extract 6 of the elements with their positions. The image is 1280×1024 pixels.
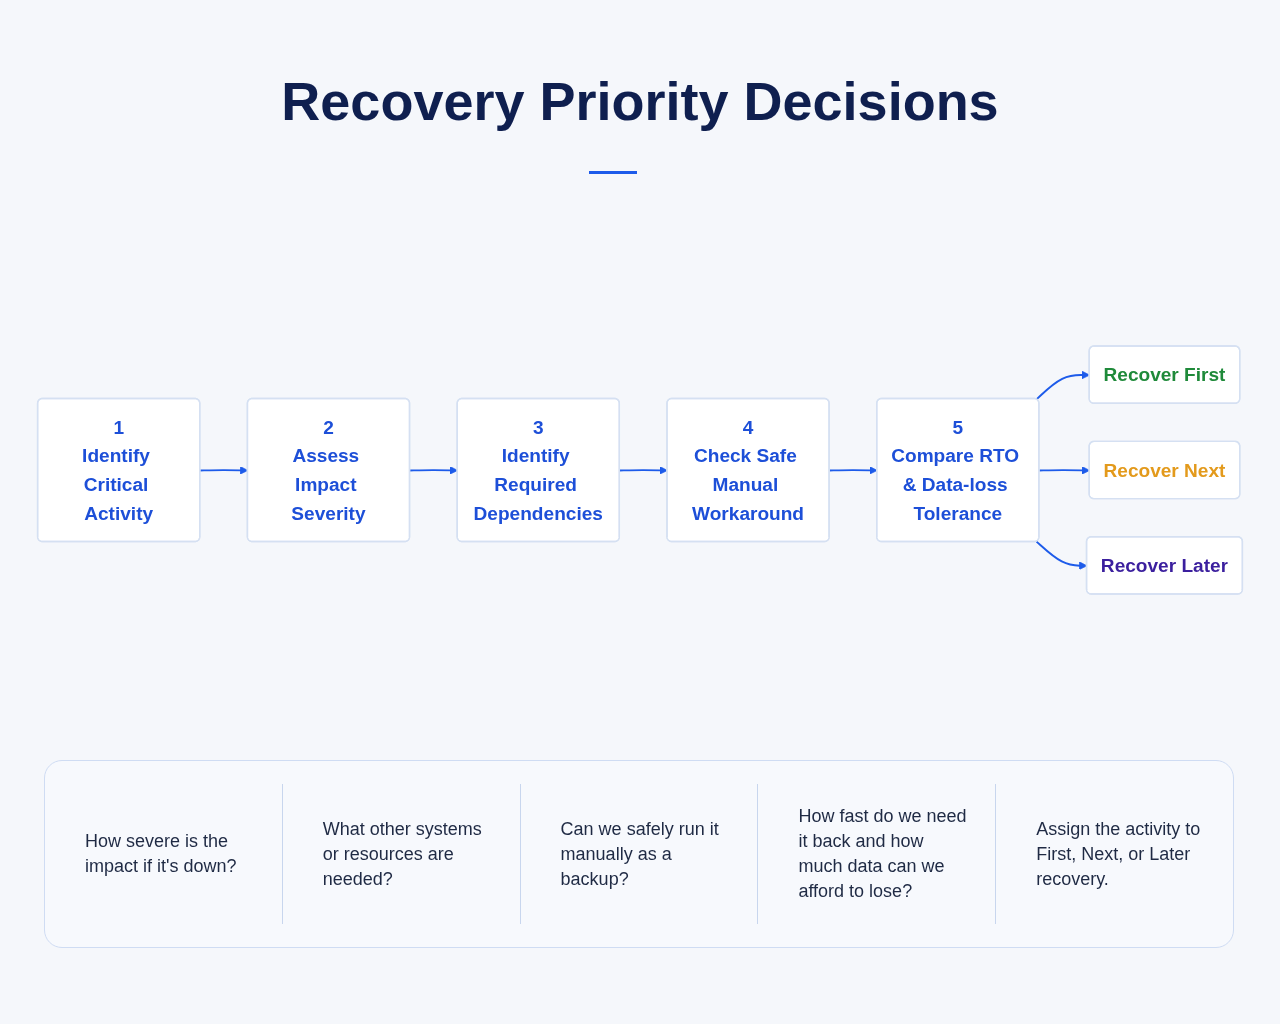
question-text: How fast do we need it back and how much data can we afford to lose? [798,805,968,903]
question-text: What other systems or resources are needed? [322,817,483,891]
question-text: Assign the activity to First, Next, or Later recovery. [1036,817,1202,891]
question-text: Can we safely run it manually as a backup? [560,817,720,891]
title: Recovery Priority Decisions [280,70,1000,132]
question-text: How severe is the impact if it's down? [85,830,238,878]
